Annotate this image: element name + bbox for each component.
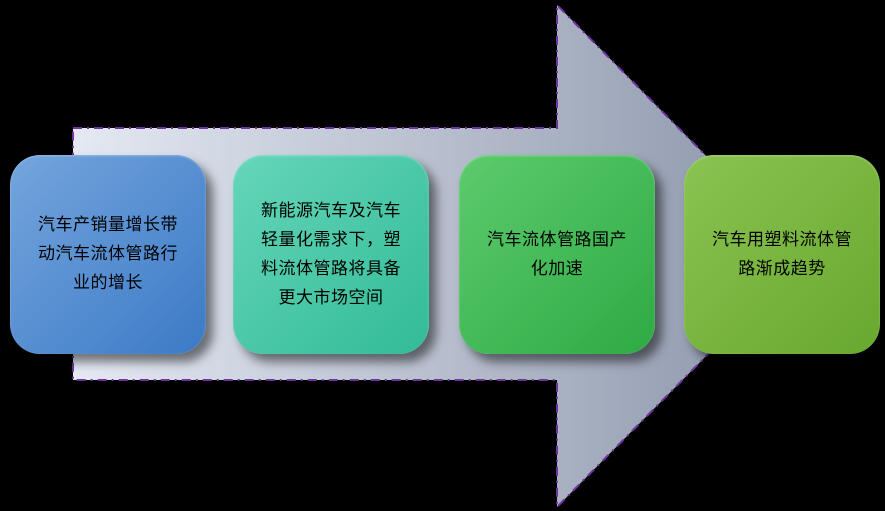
step-card-1: 汽车产销量增长带 动汽车流体管路行 业的增长 xyxy=(10,155,206,354)
step-card-3: 汽车流体管路国产 化加速 xyxy=(459,155,655,354)
step-label-2: 新能源汽车及汽车 轻量化需求下，塑 料流体管路将具备 更大市场空间 xyxy=(261,200,401,308)
step-card-2: 新能源汽车及汽车 轻量化需求下，塑 料流体管路将具备 更大市场空间 xyxy=(233,155,429,354)
step-card-4: 汽车用塑料流体管 路渐成趋势 xyxy=(684,155,880,354)
step-label-1: 汽车产销量增长带 动汽车流体管路行 业的增长 xyxy=(38,215,178,293)
arrow-body xyxy=(72,2,807,510)
step-label-3: 汽车流体管路国产 化加速 xyxy=(487,229,627,279)
step-label-4: 汽车用塑料流体管 路渐成趋势 xyxy=(712,229,852,279)
